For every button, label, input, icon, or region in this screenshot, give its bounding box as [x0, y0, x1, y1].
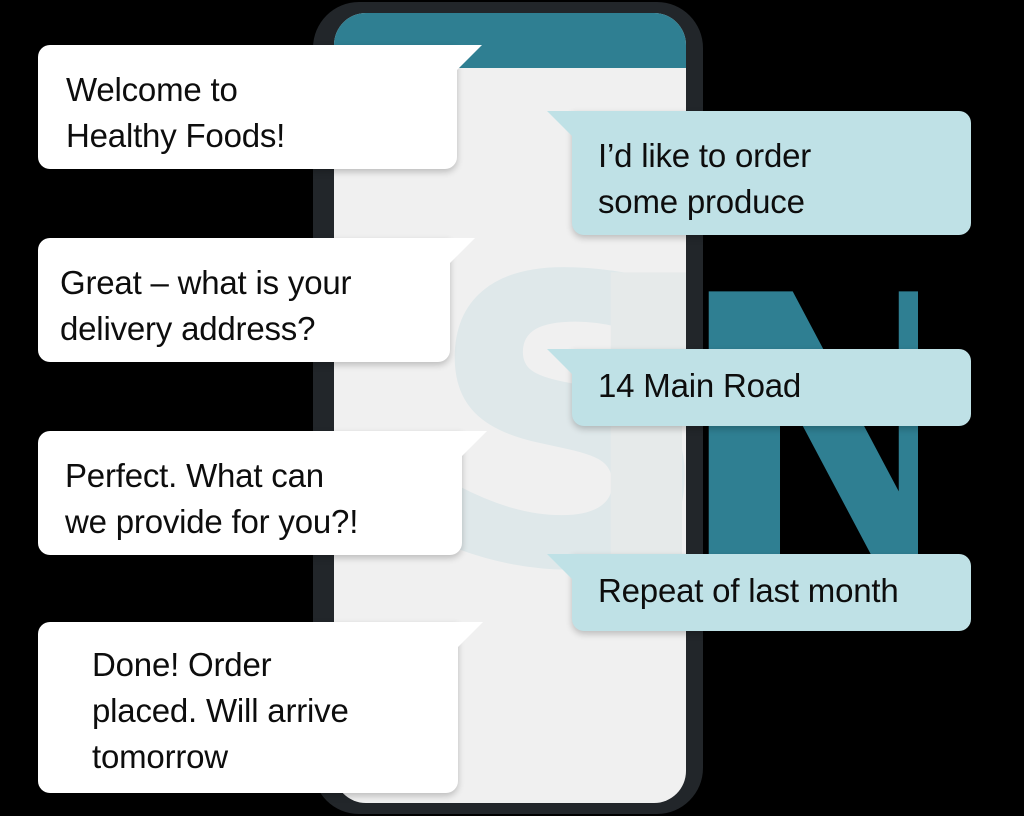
chat-bubble-user-address: 14 Main Road — [547, 349, 971, 426]
chat-bubble-bot-confirmation: Done! Order placed. Will arrive tomorrow — [38, 622, 483, 793]
chat-bubble-user-order: I’d like to order some produce — [547, 111, 971, 235]
chat-bubble-bot-offer: Perfect. What can we provide for you?! — [38, 431, 487, 555]
chat-bubble-bot-address-request: Great – what is your delivery address? — [38, 238, 475, 362]
chat-bubble-bot-welcome: Welcome to Healthy Foods! — [38, 45, 482, 169]
chat-bubble-user-repeat-order: Repeat of last month — [547, 554, 971, 631]
